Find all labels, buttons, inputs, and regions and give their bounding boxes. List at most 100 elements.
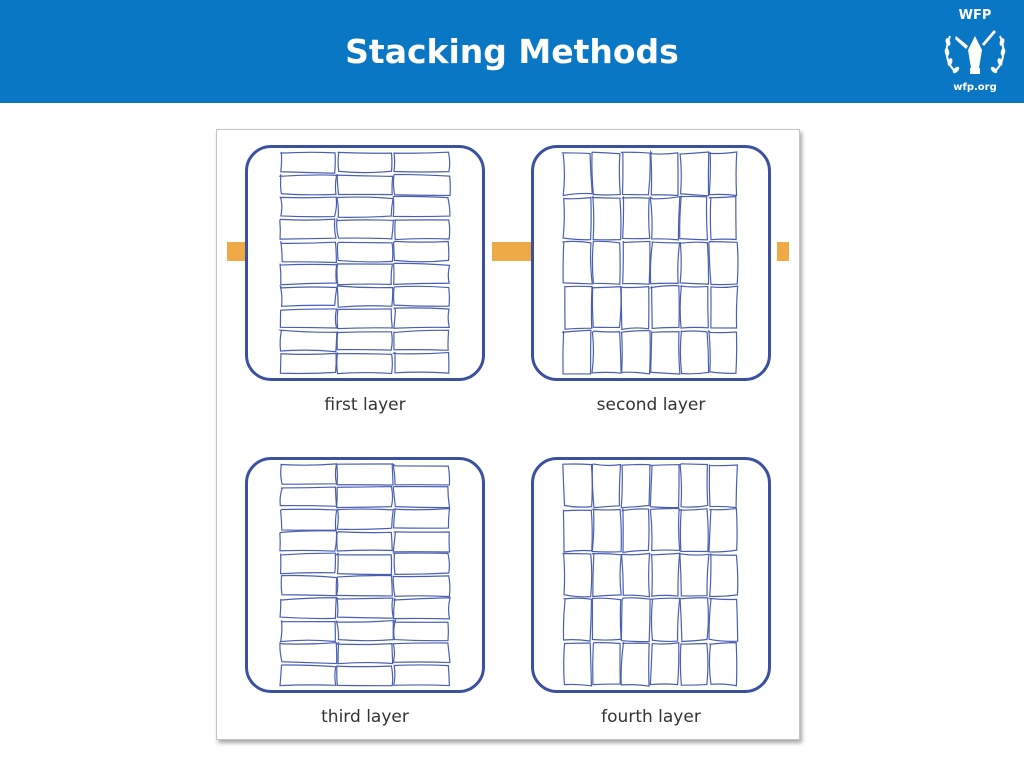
sack [392, 462, 451, 486]
bag-grid [561, 463, 739, 687]
sack [279, 284, 338, 307]
sack [336, 463, 394, 486]
bag-grid [561, 149, 739, 375]
caption-second-layer: second layer [596, 395, 706, 415]
bag-grid [278, 151, 451, 375]
panel-second-layer [531, 145, 771, 381]
sack [392, 195, 451, 218]
sack [392, 285, 450, 307]
sack [591, 330, 622, 374]
sack [279, 196, 338, 218]
stacking-figure: first layer second layer third layer fou… [216, 129, 800, 740]
sack [562, 463, 593, 508]
sack [591, 240, 621, 285]
sack [336, 331, 393, 351]
sack [708, 507, 738, 553]
sack [393, 329, 450, 351]
sack [336, 241, 394, 263]
slide-title: Stacking Methods [345, 32, 679, 71]
sack [591, 151, 621, 196]
sack [708, 642, 738, 687]
sack [710, 285, 739, 329]
sack [393, 262, 451, 285]
sack [650, 597, 681, 643]
sack [679, 552, 710, 597]
sack [392, 240, 450, 263]
sack [708, 241, 739, 286]
sack [279, 352, 337, 375]
sack [336, 531, 393, 552]
sack [649, 507, 681, 552]
sack [620, 640, 650, 687]
caption-fourth-layer: fourth layer [601, 707, 701, 727]
sack [279, 597, 337, 620]
sack [336, 597, 395, 619]
sack [336, 665, 394, 687]
sack [592, 642, 621, 686]
sack [279, 664, 337, 687]
sack [561, 240, 593, 285]
sack [337, 151, 393, 174]
sack [279, 308, 338, 329]
sack [335, 619, 394, 642]
sack [679, 151, 710, 197]
sack [650, 149, 679, 197]
sack [335, 485, 394, 509]
sack [392, 642, 451, 664]
sack [649, 464, 680, 509]
sack [591, 508, 622, 553]
sack [334, 552, 393, 576]
sack [679, 508, 709, 553]
sack [561, 329, 592, 375]
sack [279, 174, 338, 196]
sack [649, 642, 680, 686]
sack [679, 194, 709, 241]
sack [708, 329, 738, 374]
sack [648, 285, 680, 330]
sack [392, 552, 450, 575]
sack [278, 329, 338, 353]
orange-marker-left [227, 242, 247, 261]
sack [591, 463, 622, 509]
sack [562, 597, 593, 642]
sack [393, 219, 451, 241]
sack [620, 151, 651, 196]
sack [561, 152, 593, 197]
sack [280, 574, 338, 597]
sack [649, 195, 681, 241]
sack [393, 507, 451, 529]
sack [679, 597, 709, 643]
sack [707, 597, 739, 642]
sack [708, 195, 737, 241]
panel-first-layer [245, 145, 485, 381]
slide-header: Stacking Methods WFP wfp. [0, 0, 1024, 103]
sack [562, 509, 593, 553]
sack [679, 463, 709, 508]
sack [279, 642, 338, 665]
sack [392, 575, 451, 598]
sack [336, 508, 394, 531]
sack [335, 641, 394, 665]
sack [649, 241, 681, 285]
sack [393, 151, 451, 173]
sack [561, 552, 593, 598]
sack [709, 553, 739, 598]
sack [280, 463, 338, 485]
sack [279, 508, 338, 531]
sack [334, 351, 393, 375]
logo-top-text: WFP [958, 8, 992, 23]
orange-marker-right [777, 242, 789, 261]
orange-marker-middle [492, 242, 532, 261]
sack [591, 194, 622, 241]
sack [562, 196, 592, 241]
sack [591, 286, 622, 329]
sack [279, 486, 338, 507]
sack [708, 464, 738, 509]
sack [279, 218, 337, 240]
sack [393, 307, 451, 329]
sack [392, 485, 451, 509]
panel-third-layer [245, 457, 485, 693]
sack [336, 285, 394, 308]
sack [621, 330, 651, 375]
sack [392, 597, 451, 620]
